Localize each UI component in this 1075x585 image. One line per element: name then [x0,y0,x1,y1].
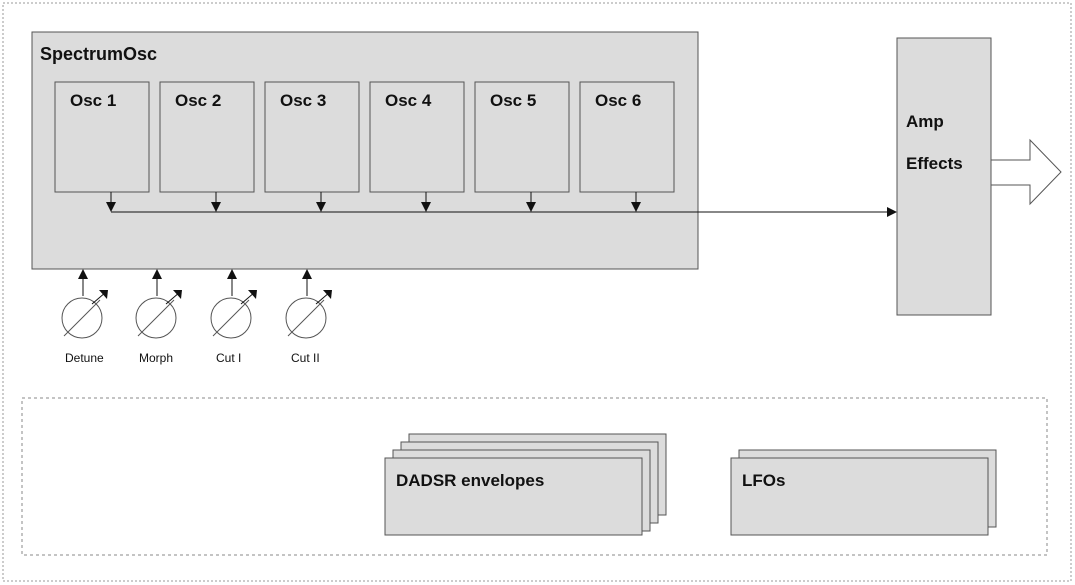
detune-label: Detune [65,351,104,365]
amp-effects-block [896,37,992,316]
modulation-area [21,397,1048,556]
cut-i-label: Cut I [216,351,241,365]
osc-4-box [369,81,465,193]
osc-6-box [579,81,675,193]
morph-knob[interactable] [135,290,182,339]
osc-4-label: Osc 4 [385,91,432,110]
osc-1-box [54,81,150,193]
lfo-stack [730,449,997,536]
osc-5-box [474,81,570,193]
osc-1-label: Osc 1 [70,91,116,110]
cut-i-knob[interactable] [210,290,257,339]
osc-output-arrows [106,192,641,212]
spectrum-osc-title: SpectrumOsc [40,44,157,64]
dadsr-envelope-stack [384,433,667,536]
output-arrow-icon [990,138,1062,206]
osc-3-box [264,81,360,193]
osc-6-label: Osc 6 [595,91,641,110]
oscillator-group: Osc 1 Osc 2 Osc 3 Osc 4 Osc 5 Osc 6 [54,81,675,193]
cut-ii-label: Cut II [291,351,320,365]
detune-knob[interactable] [61,290,108,339]
osc-3-label: Osc 3 [280,91,326,110]
amp-label: Amp [906,112,944,131]
dadsr-envelopes-label: DADSR envelopes [396,471,544,490]
morph-label: Morph [139,351,173,365]
osc-2-label: Osc 2 [175,91,221,110]
lfos-label: LFOs [742,471,785,490]
osc-2-box [159,81,255,193]
knob-group: Detune Morph Cut I Cut II [61,269,332,365]
effects-label: Effects [906,154,963,173]
cut-ii-knob[interactable] [285,290,332,339]
osc-5-label: Osc 5 [490,91,536,110]
